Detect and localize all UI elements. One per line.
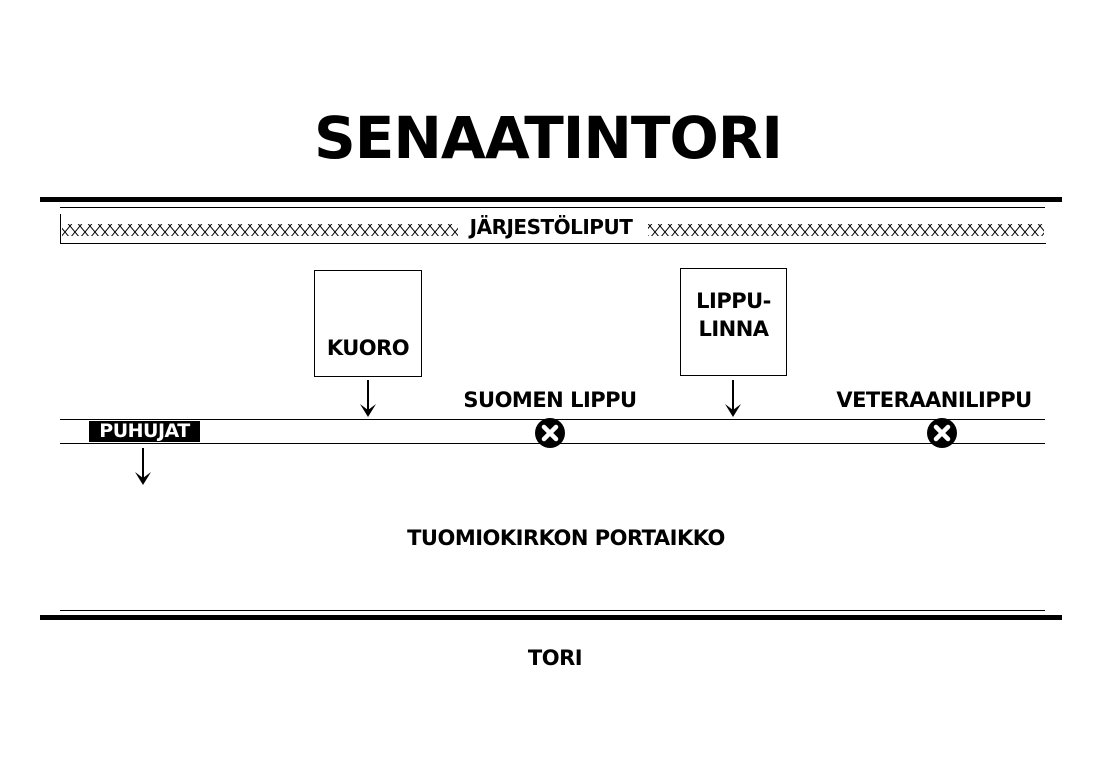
square-label: TORI bbox=[527, 646, 583, 670]
top-thin-divider bbox=[60, 207, 1045, 208]
cathedral-steps-label: TUOMIOKIRKON PORTAIKKO bbox=[407, 526, 725, 550]
arrow-down-icon bbox=[135, 448, 151, 485]
finnish-flag-label: SUOMEN LIPPU bbox=[463, 388, 637, 412]
flag-row-pattern bbox=[60, 214, 1046, 244]
bottom-thick-divider bbox=[40, 615, 1062, 620]
bottom-thin-divider bbox=[60, 610, 1045, 611]
choir-label: KUORO bbox=[326, 336, 410, 360]
choir-box: KUORO bbox=[314, 270, 422, 377]
flag-castle-label-line2: LINNA bbox=[698, 317, 769, 341]
arrow-down-icon bbox=[360, 380, 376, 417]
flag-castle-label-line1: LIPPU- bbox=[696, 289, 771, 313]
flag-row-label: JÄRJESTÖLIPUT bbox=[469, 215, 633, 239]
x-circle-icon bbox=[535, 418, 565, 448]
page-title: SENAATINTORI bbox=[313, 104, 783, 172]
arrow-down-icon bbox=[725, 380, 741, 417]
top-thick-divider bbox=[40, 197, 1062, 202]
speakers-label: PUHUJAT bbox=[89, 421, 200, 442]
veteran-flag-label: VETERAANILIPPU bbox=[836, 388, 1032, 412]
x-circle-icon bbox=[927, 418, 957, 448]
flag-castle-box: LIPPU- LINNA bbox=[680, 268, 787, 376]
